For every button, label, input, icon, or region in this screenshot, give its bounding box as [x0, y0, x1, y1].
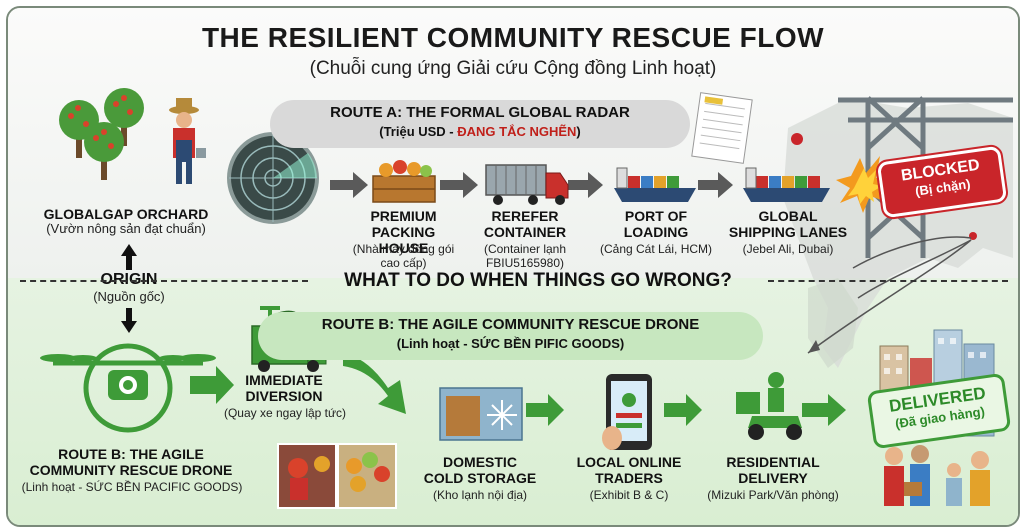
residential-sub: (Mizuki Park/Văn phòng) — [707, 488, 839, 502]
diversion-curve-arrow — [343, 353, 406, 414]
drone-icon — [40, 343, 216, 433]
traders-sub: (Exhibit B & C) — [589, 488, 669, 502]
origin-sub: (Nguồn gốc) — [93, 289, 165, 304]
orchard-trees-icon — [59, 88, 144, 180]
reroute-arrows — [807, 236, 972, 354]
orchard-label: GLOBALGAP ORCHARD — [43, 206, 209, 222]
packing-label-1: PREMIUM — [370, 208, 437, 224]
route-a-arrows — [330, 172, 733, 198]
explosion-icon — [836, 156, 893, 213]
dubai-pin — [791, 133, 803, 145]
port-sub: (Cảng Cát Lái, HCM) — [599, 242, 713, 256]
packing-crate-icon — [372, 160, 436, 203]
page-title: THE RESILIENT COMMUNITY RESCUE FLOW — [201, 22, 825, 53]
arrow-traders-to-residential — [664, 394, 702, 426]
section-divider-left — [20, 280, 308, 282]
port-label-1: PORT OF — [624, 208, 688, 224]
packing-sub-1: (Nhà máy đóng gói — [352, 242, 455, 256]
route-a-heading: ROUTE A: THE FORMAL GLOBAL RADAR — [330, 104, 630, 121]
cold-label-1: DOMESTIC — [443, 454, 517, 470]
cold-label-2: COLD STORAGE — [423, 470, 537, 486]
cold-storage-icon — [439, 387, 523, 441]
diversion-label-2: DIVERSION — [245, 388, 323, 404]
shipping-label-2: SHIPPING LANES — [728, 224, 848, 240]
section-question: WHAT TO DO WHEN THINGS GO WRONG? — [344, 270, 732, 291]
packing-label-2: PACKING HOUSE — [371, 224, 436, 256]
arrow-cold-to-traders — [526, 394, 564, 426]
page-subtitle: (Chuỗi cung ứng Giải cứu Cộng đồng Linh … — [309, 58, 717, 79]
route-b-arrows — [190, 366, 846, 426]
hcm-pin — [969, 232, 977, 240]
arrow-residential-to-delivered — [802, 394, 846, 426]
global-ship-icon — [743, 167, 830, 202]
drone-caption-2: COMMUNITY RESCUE DRONE — [29, 462, 233, 478]
route-b-banner — [258, 312, 763, 360]
route-b-heading: ROUTE B: THE AGILE COMMUNITY RESCUE DRON… — [321, 316, 700, 333]
origin-arrows — [121, 244, 137, 333]
origin-down-arrow — [121, 308, 137, 333]
container-sub-2: FBIU5165980) — [485, 256, 565, 270]
route-a-banner — [270, 100, 690, 148]
route-a-sub-suffix: ) — [576, 124, 581, 139]
origin-up-arrow — [121, 244, 137, 270]
section-divider-right — [768, 280, 1008, 282]
shipping-sub: (Jebel Ali, Dubai) — [742, 242, 834, 256]
container-truck-icon — [485, 164, 569, 205]
port-label-2: LOADING — [623, 224, 689, 240]
drone-caption-1: ROUTE B: THE AGILE — [58, 446, 204, 462]
container-label-2: CONTAINER — [483, 224, 567, 240]
drone-caption-sub: (Linh hoạt - SỨC BỀN PACIFIC GOODS) — [21, 480, 243, 494]
cargo-ship-icon — [614, 167, 696, 202]
document-icon — [691, 92, 753, 164]
orchard-sub: (Vườn nông sản đạt chuẩn) — [46, 221, 206, 236]
infographic-frame: THE RESILIENT COMMUNITY RESCUE FLOW (Chu… — [6, 6, 1020, 527]
residential-label-1: RESIDENTIAL — [726, 454, 820, 470]
traders-label-1: LOCAL ONLINE — [576, 454, 682, 470]
diversion-label-1: IMMEDIATE — [245, 372, 323, 388]
arrow-port-to-shipping — [698, 172, 733, 198]
arrow-radar-to-packing — [330, 172, 368, 198]
photo-thumbnails — [277, 443, 397, 509]
arrow-packing-to-container — [440, 172, 478, 198]
route-a-subheading: (Triệu USD - ĐANG TẮC NGHẼN) — [270, 124, 690, 139]
delivery-scooter-icon — [736, 372, 802, 440]
route-a-alert: ĐANG TẮC NGHẼN — [457, 124, 577, 139]
origin-label: ORIGIN — [100, 271, 158, 288]
reroute-arrowhead — [808, 340, 820, 353]
shipping-label-1: GLOBAL — [758, 208, 818, 224]
residential-label-2: DELIVERY — [738, 470, 808, 486]
arrow-drone-to-diversion — [190, 366, 234, 404]
map-silhouette-south — [808, 278, 858, 368]
cold-sub: (Kho lạnh nội địa) — [432, 488, 528, 502]
packing-sub-2: cao cấp) — [380, 256, 427, 270]
radar-icon — [227, 132, 319, 224]
family-icon — [884, 445, 990, 506]
smartphone-icon — [602, 374, 652, 450]
container-sub-1: (Container lạnh — [483, 242, 567, 256]
diversion-sub: (Quay xe ngay lập tức) — [223, 406, 347, 420]
container-label-1: REREFER — [491, 208, 559, 224]
route-b-subheading: (Linh hoạt - SỨC BỀN PIFIC GOODS) — [396, 336, 625, 351]
arrow-container-to-port — [568, 172, 603, 198]
route-a-sub-prefix: (Triệu USD - — [379, 124, 458, 139]
illustration-layer — [40, 88, 1013, 509]
traders-label-2: TRADERS — [595, 470, 663, 486]
farmer-icon — [169, 98, 206, 184]
